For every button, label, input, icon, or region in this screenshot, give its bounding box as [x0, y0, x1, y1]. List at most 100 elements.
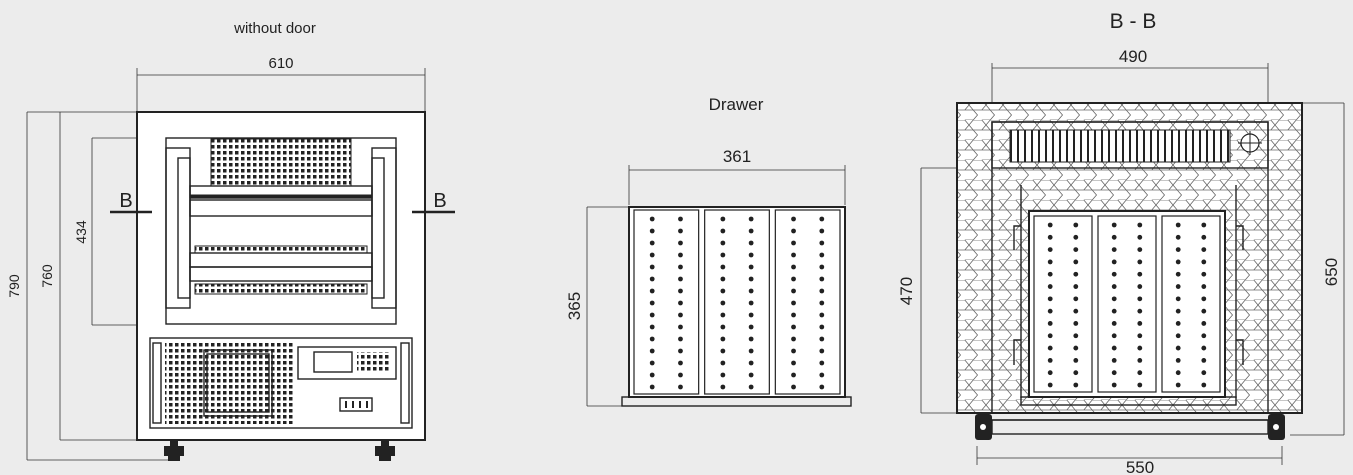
perforated-panel	[1161, 215, 1221, 393]
perforation-hole	[1137, 234, 1143, 240]
perforation-hole	[819, 252, 825, 258]
perforation-hole	[1111, 308, 1117, 314]
svg-text:490: 490	[1119, 47, 1147, 66]
perforation-hole	[1047, 357, 1053, 363]
perforation-hole	[1175, 271, 1181, 277]
perforation-hole	[1111, 321, 1117, 326]
perforation-hole	[1201, 296, 1207, 302]
perforation-hole	[1073, 308, 1079, 314]
perforation-hole	[1047, 247, 1053, 253]
perforation-hole	[1175, 259, 1181, 265]
perforation-hole	[1201, 308, 1207, 314]
perforation-hole	[678, 312, 683, 318]
perforation-hole	[678, 240, 683, 246]
perforation-hole	[791, 252, 796, 258]
perforation-hole	[1137, 333, 1143, 339]
perforation-hole	[649, 324, 655, 330]
perforation-hole	[1137, 357, 1143, 363]
perforation-hole	[1111, 234, 1117, 240]
perforation-hole	[1073, 271, 1079, 277]
perforation-hole	[1175, 247, 1181, 253]
perforation-hole	[1137, 271, 1143, 277]
perforation-hole	[748, 228, 754, 234]
heater-grille	[1009, 129, 1231, 163]
section-drawer-panels	[1033, 215, 1221, 393]
perforation-hole	[1201, 271, 1207, 277]
perforation-hole	[748, 240, 754, 246]
perforation-hole	[649, 384, 655, 390]
dimension-760: 760	[39, 112, 137, 441]
perforation-hole	[1047, 345, 1053, 351]
perforation-hole	[791, 324, 796, 330]
perforation-hole	[1047, 284, 1053, 289]
svg-text:760: 760	[39, 264, 55, 288]
perforation-hole	[649, 288, 655, 294]
perforation-hole	[649, 348, 655, 354]
perforation-hole	[678, 336, 683, 342]
dimension-610: 610	[136, 55, 426, 112]
perforation-hole	[748, 216, 754, 222]
perforation-hole	[748, 360, 754, 366]
perforation-hole	[1073, 247, 1079, 253]
top-heater-grid	[210, 138, 352, 187]
perforation-hole	[720, 312, 726, 318]
perforation-hole	[678, 288, 683, 294]
perforation-hole	[678, 216, 683, 222]
dimension-550: 550	[976, 446, 1283, 475]
drawer-title: Drawer	[709, 95, 764, 114]
perforation-hole	[1175, 284, 1181, 289]
perforation-hole	[791, 288, 796, 294]
perforation-hole	[649, 300, 655, 306]
perforation-hole	[1111, 345, 1117, 351]
perforation-hole	[1047, 234, 1053, 240]
perforation-hole	[1073, 222, 1079, 228]
perforation-hole	[1175, 345, 1181, 351]
perforation-hole	[649, 372, 655, 378]
perforation-hole	[1137, 382, 1143, 388]
display-window	[203, 349, 273, 417]
perforation-hole	[791, 228, 796, 234]
perforation-hole	[1111, 382, 1117, 388]
perforation-hole	[1047, 370, 1053, 376]
perforation-hole	[748, 324, 754, 330]
perforation-hole	[1175, 222, 1181, 228]
perforated-panel	[704, 209, 770, 395]
perforation-hole	[720, 336, 726, 342]
perforation-hole	[1047, 308, 1053, 314]
perforation-hole	[1201, 234, 1207, 240]
front-view-title: without door	[233, 20, 316, 37]
perforation-hole	[1073, 321, 1079, 326]
perforation-hole	[1111, 259, 1117, 265]
perforation-hole	[649, 252, 655, 258]
perforation-hole	[791, 276, 796, 282]
perforation-hole	[791, 384, 796, 390]
svg-text:434: 434	[73, 220, 89, 244]
perforation-hole	[1111, 247, 1117, 253]
perforation-hole	[1073, 296, 1079, 302]
perforation-hole	[649, 240, 655, 246]
drawer-panels	[633, 209, 841, 395]
perforation-hole	[1175, 382, 1181, 388]
svg-text:550: 550	[1126, 458, 1154, 475]
perforation-hole	[1137, 247, 1143, 253]
perforation-hole	[1111, 357, 1117, 363]
perforation-hole	[1201, 284, 1207, 289]
perforation-hole	[748, 276, 754, 282]
perforation-hole	[819, 384, 825, 390]
svg-text:B: B	[119, 190, 132, 212]
perforation-hole	[649, 228, 655, 234]
perforation-hole	[1111, 222, 1117, 228]
perforation-hole	[1175, 308, 1181, 314]
perforation-hole	[1047, 296, 1053, 302]
perforated-panel	[1097, 215, 1157, 393]
perforation-hole	[748, 384, 754, 390]
perforation-hole	[819, 360, 825, 366]
perforation-hole	[1201, 357, 1207, 363]
perforation-hole	[819, 216, 825, 222]
perforation-hole	[678, 300, 683, 306]
perforation-hole	[1073, 357, 1079, 363]
perforated-panel	[633, 209, 700, 395]
perforation-hole	[1137, 259, 1143, 265]
perforation-hole	[1175, 234, 1181, 240]
perforation-hole	[1201, 259, 1207, 265]
